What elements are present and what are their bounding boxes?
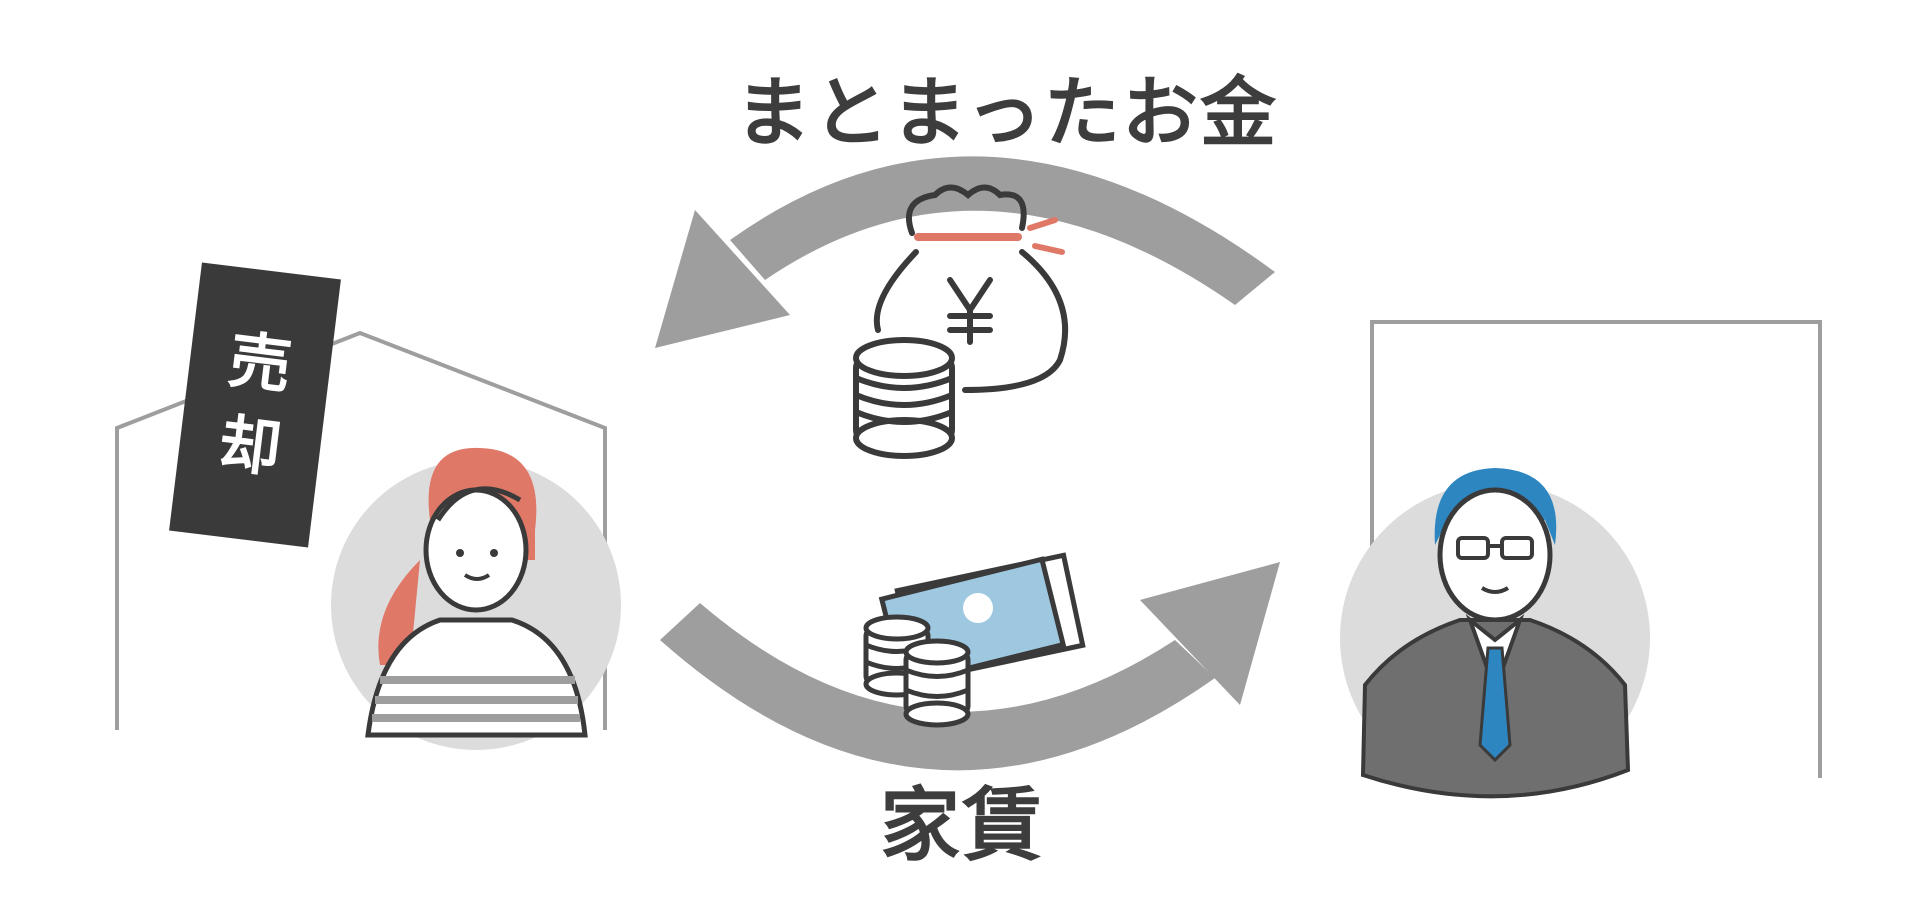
rent-arrow: [660, 562, 1280, 771]
coin-stack-icon: [853, 337, 955, 459]
seller-avatar: [331, 447, 621, 750]
buyer-avatar: [1340, 468, 1650, 799]
money-bag-icon: [873, 184, 1069, 393]
rent-label: 家賃: [880, 779, 1044, 872]
sale-sign-char-1: 売: [224, 322, 296, 403]
lump-sum-label: まとまったお金: [735, 68, 1278, 157]
lump-sum-arrow: [655, 156, 1275, 348]
small-coin-stacks-icon: [863, 614, 971, 728]
seller-house-outline: [115, 330, 607, 730]
sale-sign-char-2: 却: [214, 406, 286, 487]
